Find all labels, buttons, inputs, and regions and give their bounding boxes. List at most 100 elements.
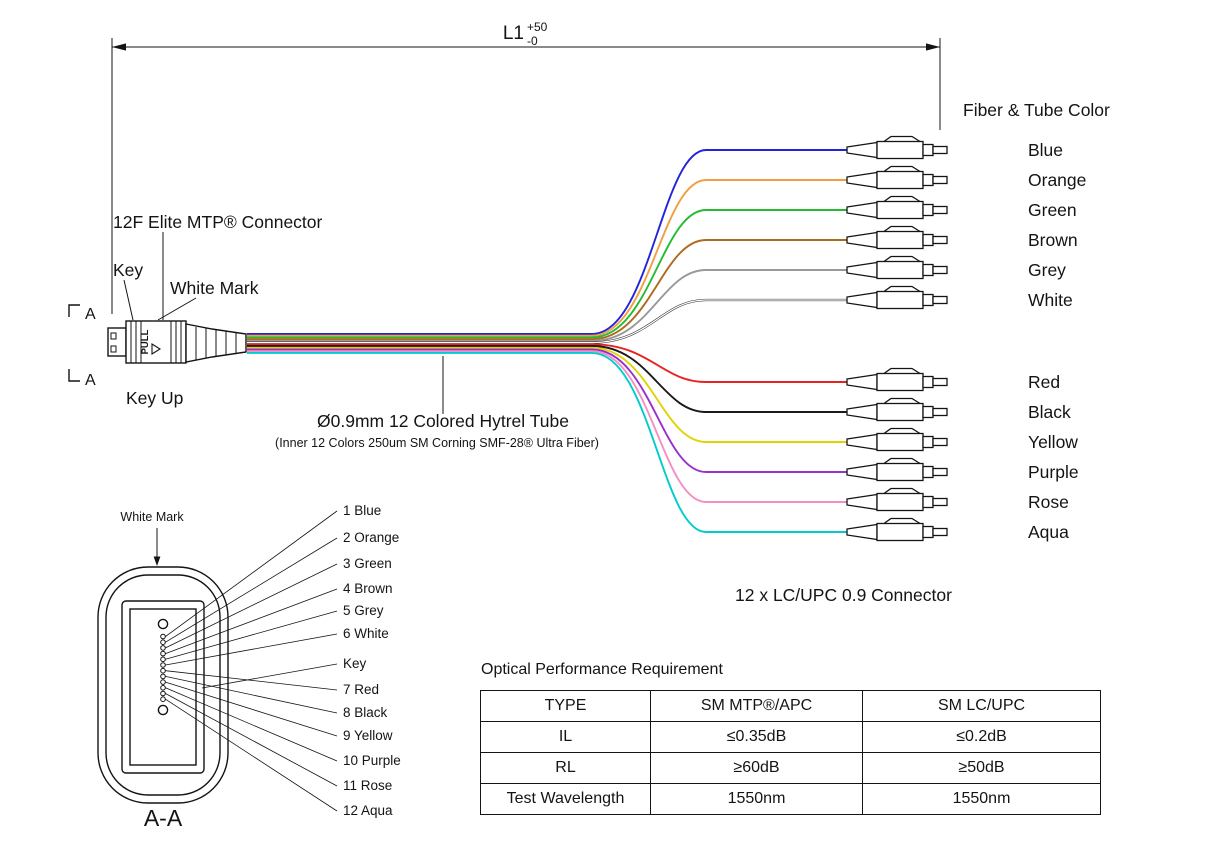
- lc-ferrule: [932, 377, 948, 387]
- lc-latch: [883, 285, 921, 293]
- lc-body: [876, 522, 924, 542]
- dimension-l1: [111, 38, 941, 314]
- lc-body: [876, 170, 924, 190]
- cell-il-label: IL: [480, 721, 651, 753]
- mtp-guide-pin-bottom: [110, 345, 117, 353]
- mtp-body: [125, 320, 187, 364]
- lc-ferrule: [932, 497, 948, 507]
- lc-ferrule: [932, 235, 948, 245]
- lc-latch: [883, 165, 921, 173]
- fiber-aqua: [247, 351, 850, 533]
- fiber-hole-8: [160, 673, 166, 680]
- fiber-color-name: Grey: [1028, 260, 1066, 280]
- lc-ferrule-flange: [922, 495, 934, 509]
- lc-connector-grey: [846, 255, 948, 280]
- section-leader: [165, 681, 338, 737]
- lc-ferrule-flange: [922, 375, 934, 389]
- lc-boot: [846, 463, 878, 481]
- lc-ferrule: [932, 175, 948, 185]
- section-item-label: 10 Purple: [343, 753, 401, 768]
- fiber-brown: [247, 239, 850, 341]
- cell-il-lc: ≤0.2dB: [862, 721, 1101, 753]
- lc-connector-white: [846, 285, 948, 310]
- lc-connector-blue: [846, 135, 948, 160]
- lc-connector-aqua: [846, 517, 948, 542]
- lc-ferrule-flange: [922, 233, 934, 247]
- section-item-label: 7 Red: [343, 682, 379, 697]
- table-row-wavelength: Test Wavelength 1550nm 1550nm: [480, 783, 1101, 815]
- fiber-line: [247, 350, 850, 503]
- section-marker-bottom: [68, 369, 80, 382]
- lc-body: [876, 402, 924, 422]
- section-item-label: 11 Rose: [343, 778, 392, 793]
- lc-body: [876, 432, 924, 452]
- cell-wavelength-lc: 1550nm: [862, 783, 1101, 815]
- section-marker-top: [68, 304, 80, 317]
- fiber-hole-10: [160, 685, 166, 691]
- table-title: Optical Performance Requirement: [481, 661, 723, 678]
- cell-rl-mtp: ≥60dB: [650, 752, 863, 784]
- lc-latch: [883, 195, 921, 203]
- lc-boot: [846, 403, 878, 421]
- fiber-red: [247, 343, 850, 383]
- white-mark-label: White Mark: [170, 278, 259, 298]
- key-label: Key: [113, 260, 143, 280]
- cell-il-mtp: ≤0.35dB: [650, 721, 863, 753]
- fiber-line: [247, 345, 850, 413]
- lc-connectors: [846, 135, 948, 542]
- fiber-color-name: Black: [1028, 402, 1071, 422]
- mtp-connector-label: 12F Elite MTP® Connector: [113, 212, 323, 232]
- lc-ferrule-flange: [922, 143, 934, 157]
- fiber-color-labels: BlueOrangeGreenBrownGreyWhiteRedBlackYel…: [1028, 140, 1086, 542]
- lc-body: [876, 140, 924, 160]
- lc-body: [876, 260, 924, 280]
- lc-ferrule-flange: [922, 203, 934, 217]
- lc-body: [876, 372, 924, 392]
- key-label-leader: [123, 279, 134, 321]
- table-row-il: IL ≤0.35dB ≤0.2dB: [480, 721, 1101, 753]
- fiber-color-name: Yellow: [1028, 432, 1078, 452]
- lc-ferrule-flange: [922, 263, 934, 277]
- pull-triangle-icon: [151, 343, 162, 355]
- table-row-rl: RL ≥60dB ≥50dB: [480, 752, 1101, 784]
- fiber-hole-5: [160, 656, 166, 663]
- lc-connector-yellow: [846, 427, 948, 452]
- lc-boot: [846, 523, 878, 541]
- white-mark-leader: [157, 297, 197, 321]
- section-white-mark-label: White Mark: [120, 510, 184, 524]
- lc-boot: [846, 433, 878, 451]
- section-item-label: 12 Aqua: [343, 803, 393, 818]
- fiber-color-name: Green: [1028, 200, 1077, 220]
- section-leader: [165, 676, 338, 714]
- section-outer-housing: [97, 566, 229, 804]
- lc-boot: [846, 201, 878, 219]
- fiber-grey: [247, 269, 850, 342]
- section-letter-top: A: [85, 306, 96, 323]
- cell-wavelength-label: Test Wavelength: [480, 783, 651, 815]
- lc-connector-purple: [846, 457, 948, 482]
- section-item-label: 3 Green: [343, 556, 392, 571]
- table-header-row: TYPE SM MTP®/APC SM LC/UPC: [480, 690, 1101, 722]
- fiber-yellow: [247, 346, 850, 443]
- lc-ferrule: [932, 295, 948, 305]
- section-view-title: A-A: [144, 805, 183, 831]
- fiber-color-name: Rose: [1028, 492, 1069, 512]
- lc-ferrule: [932, 145, 948, 155]
- fiber-line: [247, 209, 850, 339]
- lc-ferrule: [932, 265, 948, 275]
- lc-latch: [883, 517, 921, 525]
- header-sm-mtp-apc: SM MTP®/APC: [650, 690, 863, 722]
- fiber-green: [247, 209, 850, 339]
- lc-connector-red: [846, 367, 948, 392]
- fiber-color-name: Brown: [1028, 230, 1078, 250]
- dimension-tolerance-minus: -0: [527, 34, 538, 48]
- fiber-color-name: Aqua: [1028, 522, 1069, 542]
- fiber-line: [247, 346, 850, 443]
- fiber-hole-2: [160, 639, 166, 646]
- fiber-color-name: Orange: [1028, 170, 1086, 190]
- lc-body: [876, 462, 924, 482]
- fiber-hole-1: [160, 633, 166, 640]
- fiber-hole-9: [160, 679, 166, 685]
- section-item-label: 2 Orange: [343, 530, 399, 545]
